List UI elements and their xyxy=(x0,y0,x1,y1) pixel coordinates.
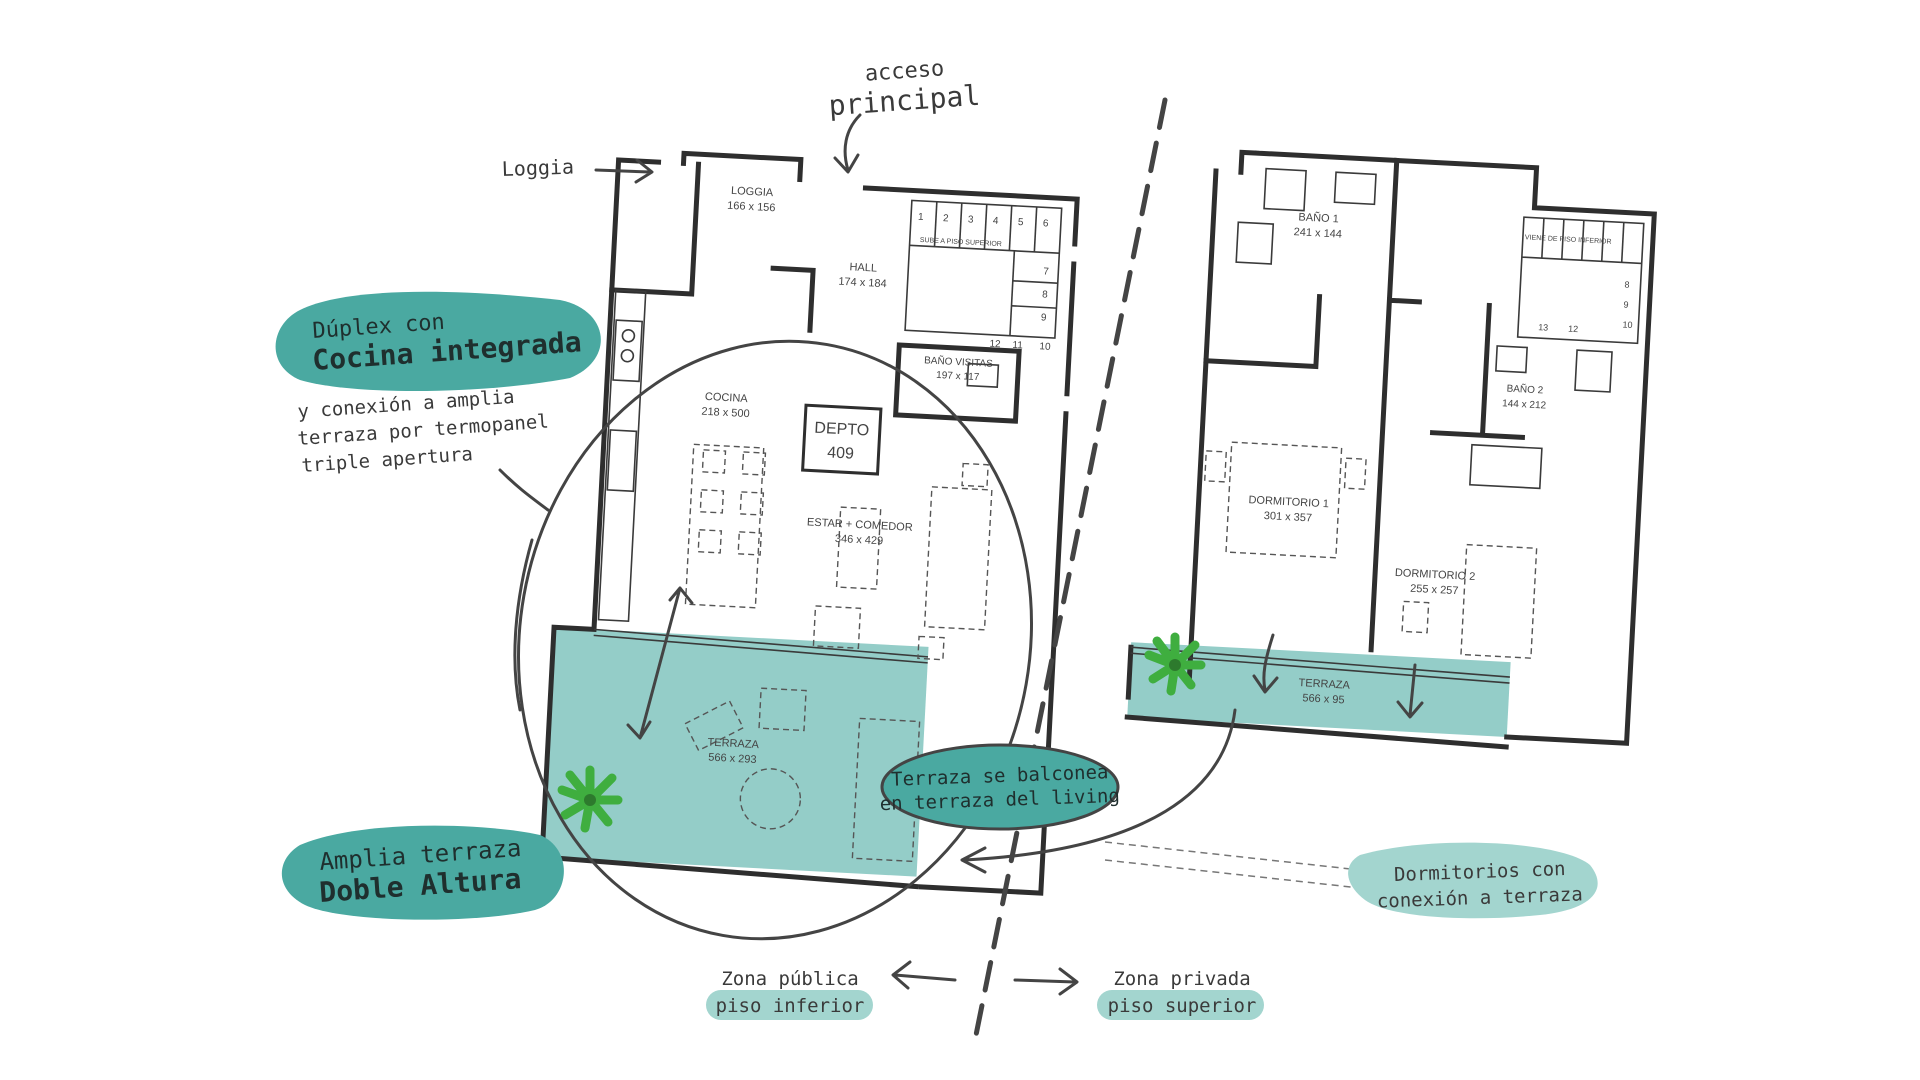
bano2-name: BAÑO 2 xyxy=(1506,382,1544,397)
arrow-icon xyxy=(960,708,1237,874)
stair-step-9: 9 xyxy=(1041,312,1048,323)
upper-step-10: 10 xyxy=(1622,319,1633,330)
lower-terrace-edge xyxy=(539,854,919,890)
zona-privada-label-line2: piso superior xyxy=(1108,995,1257,1017)
lower-stair: 1 2 3 4 5 6 7 8 9 10 11 12 SUBE A PISO S… xyxy=(904,199,1063,353)
cocina-room-name: COCINA xyxy=(705,391,749,405)
upper-terraza-dim: 566 x 95 xyxy=(1302,692,1345,706)
lower-floor-plan: 1 2 3 4 5 6 7 8 9 10 11 12 SUBE A PISO S… xyxy=(539,150,1080,896)
upper-step-13: 13 xyxy=(1538,322,1549,333)
amplia-badge xyxy=(281,825,564,920)
arrow-icon xyxy=(833,113,862,174)
armchair xyxy=(812,605,862,649)
acceso-label-line1: acceso xyxy=(864,56,945,86)
stair-step-6: 6 xyxy=(1043,218,1050,229)
highlight-circle xyxy=(517,339,1033,941)
estar-room-dim: 346 x 429 xyxy=(835,533,884,548)
upper-interior-walls xyxy=(1203,157,1526,653)
lower-terrace-window xyxy=(593,628,929,658)
stair-step-1: 1 xyxy=(918,212,925,223)
terrace-chair xyxy=(758,687,807,732)
kitchen-island xyxy=(684,443,765,609)
lower-terrace-fill xyxy=(542,627,929,877)
stair-step-12: 12 xyxy=(989,339,1001,351)
bano1-dim: 241 x 144 xyxy=(1293,226,1342,241)
bano2-dim: 144 x 212 xyxy=(1502,398,1547,411)
bathtub xyxy=(1469,443,1543,490)
bano1-name: BAÑO 1 xyxy=(1298,210,1339,225)
stair-step-3: 3 xyxy=(968,214,975,225)
arrow-icon xyxy=(891,960,957,990)
loggia-wall xyxy=(609,161,816,333)
upper-terrace-edge xyxy=(1124,714,1509,750)
stair-step-10: 10 xyxy=(1039,341,1051,353)
upper-step-8: 8 xyxy=(1624,280,1630,290)
arrow-icon xyxy=(1013,967,1079,996)
duplex-badge xyxy=(275,291,601,392)
plant-icon xyxy=(1144,632,1206,696)
upper-outer-wall xyxy=(1125,149,1657,746)
upper-step-12: 12 xyxy=(1568,324,1579,335)
zona-publica-label-line2: piso inferior xyxy=(716,995,865,1017)
bed-2 xyxy=(1460,543,1538,659)
bano-visitas-name: BAÑO VISITAS xyxy=(924,353,994,370)
zona-publica-label-line1: Zona pública xyxy=(721,968,858,990)
conexion-label-line3: triple apertura xyxy=(301,443,474,477)
arrow-icon xyxy=(1396,663,1424,719)
cocina-room-dim: 218 x 500 xyxy=(701,406,750,421)
dormitorios-badge xyxy=(1348,842,1598,919)
zone-divider-line xyxy=(972,97,1168,1043)
arrow-icon xyxy=(1252,633,1279,694)
balconea-badge xyxy=(880,743,1120,831)
dorm2-dim: 255 x 257 xyxy=(1410,583,1459,598)
loggia-room-name: LOGGIA xyxy=(731,185,774,199)
stair-step-8: 8 xyxy=(1042,289,1049,300)
lower-stair-label: SUBE A PISO SUPERIOR xyxy=(920,237,1002,248)
depto-number: 409 xyxy=(827,444,855,462)
arrow-icon xyxy=(594,158,654,184)
stair-step-2: 2 xyxy=(943,213,950,224)
terrace-table xyxy=(739,768,802,830)
coffee-table xyxy=(835,506,882,590)
hall-room-name: HALL xyxy=(849,261,877,274)
kitchen-counter xyxy=(597,289,647,623)
stair-step-11: 11 xyxy=(1012,340,1023,352)
sofa xyxy=(923,486,993,631)
loggia-label: Loggia xyxy=(501,154,574,181)
loggia-room-dim: 166 x 156 xyxy=(727,200,776,215)
stair-step-7: 7 xyxy=(1043,266,1050,277)
dining-chairs xyxy=(697,449,767,556)
dorm1-name: DORMITORIO 1 xyxy=(1248,494,1329,510)
piso-inferior-badge xyxy=(706,990,873,1020)
bed-1 xyxy=(1225,441,1343,559)
zona-privada-label-line1: Zona privada xyxy=(1113,968,1250,990)
lower-terraza-name: TERRAZA xyxy=(707,736,760,751)
acceso-label-line2: principal xyxy=(828,79,982,123)
bano1-fixture xyxy=(1263,167,1307,212)
lower-terraza-dim: 566 x 293 xyxy=(708,752,757,767)
dorm1-dim: 301 x 357 xyxy=(1263,510,1312,525)
upper-floor-plan: VIENE DE PISO INFERIOR 8 9 10 12 13 BAÑO… xyxy=(1124,149,1657,750)
terrace-lounger xyxy=(684,700,745,752)
upper-terraza-name: TERRAZA xyxy=(1298,677,1351,692)
dorm2-name: DORMITORIO 2 xyxy=(1395,567,1476,583)
hall-room-dim: 174 x 184 xyxy=(838,276,887,291)
lower-outer-wall xyxy=(539,150,1080,896)
upper-step-9: 9 xyxy=(1623,300,1629,310)
upper-stair-label: VIENE DE PISO INFERIOR xyxy=(1525,234,1612,246)
upper-stair: VIENE DE PISO INFERIOR 8 9 10 12 13 xyxy=(1516,216,1645,345)
plant-icon xyxy=(557,765,623,833)
estar-room-name: ESTAR + COMEDOR xyxy=(807,516,913,534)
piso-superior-badge xyxy=(1097,990,1264,1020)
bano-visitas-dim: 197 x 117 xyxy=(936,370,980,383)
arrow-icon xyxy=(626,586,694,740)
depto-label: DEPTO xyxy=(814,420,870,440)
stair-step-4: 4 xyxy=(993,216,1000,227)
stair-step-5: 5 xyxy=(1018,217,1025,228)
bano2-fixture xyxy=(1495,345,1528,374)
depto-box xyxy=(801,403,883,476)
